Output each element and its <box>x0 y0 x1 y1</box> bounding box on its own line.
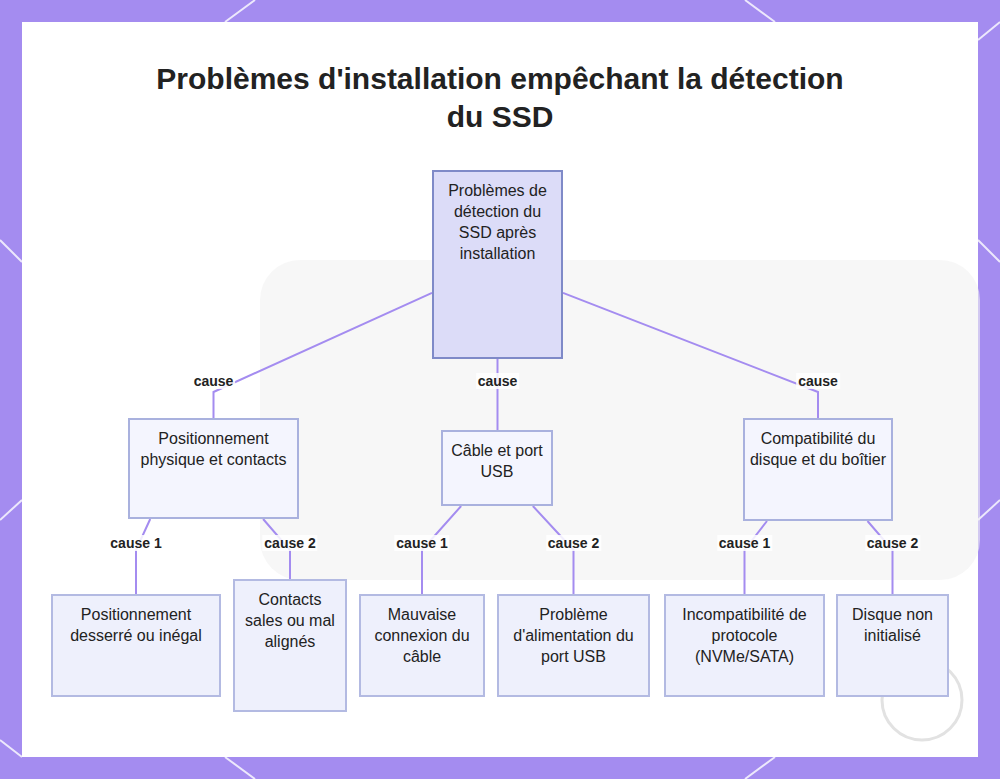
node-text: Câble et port USB <box>447 440 547 482</box>
node-text: Compatibilité du disque et du boîtier <box>749 428 887 470</box>
node-text: Problèmes de détection du SSD après inst… <box>438 180 557 264</box>
edge-label: cause 1 <box>717 535 772 551</box>
node-text: Contacts sales ou mal alignés <box>239 589 341 652</box>
edge-label: cause 2 <box>865 535 920 551</box>
node-text: Positionnement physique et contacts <box>134 428 293 470</box>
node-text: Incompatibilité de protocole (NVMe/SATA) <box>670 604 819 667</box>
cause-box: Problème d'alimentation du port USB <box>497 594 650 697</box>
edge-label: cause <box>192 373 236 389</box>
category-box: Câble et port USB <box>441 430 553 506</box>
connector-line <box>868 521 893 594</box>
diagram-title: Problèmes d'installation empêchant la dé… <box>150 60 850 136</box>
cause-box: Positionnement desserré ou inégal <box>51 594 221 697</box>
node-text: Problème d'alimentation du port USB <box>503 604 644 667</box>
edge-label: cause 1 <box>394 535 449 551</box>
cause-box: Mauvaise connexion du câble <box>359 594 485 697</box>
node-text: Positionnement desserré ou inégal <box>57 604 215 646</box>
node-text: Disque non initialisé <box>842 604 943 646</box>
cause-box: Incompatibilité de protocole (NVMe/SATA) <box>664 594 825 697</box>
blurred-photo <box>260 260 980 580</box>
category-box: Positionnement physique et contacts <box>128 418 299 519</box>
edge-label: cause 2 <box>262 535 317 551</box>
cause-box: Contacts sales ou mal alignés <box>233 579 347 712</box>
connector-line <box>745 521 768 594</box>
root-problem-box: Problèmes de détection du SSD après inst… <box>432 170 563 359</box>
connector-line <box>497 359 499 430</box>
edge-label: cause <box>796 373 840 389</box>
edge-label: cause 2 <box>546 535 601 551</box>
connector-line <box>563 293 818 418</box>
edge-label: cause <box>476 373 520 389</box>
edge-label: cause 1 <box>108 535 163 551</box>
connector-line <box>214 293 433 418</box>
node-text: Mauvaise connexion du câble <box>365 604 479 667</box>
cause-box: Disque non initialisé <box>836 594 949 697</box>
connector-line <box>136 519 150 594</box>
category-box: Compatibilité du disque et du boîtier <box>743 418 893 521</box>
